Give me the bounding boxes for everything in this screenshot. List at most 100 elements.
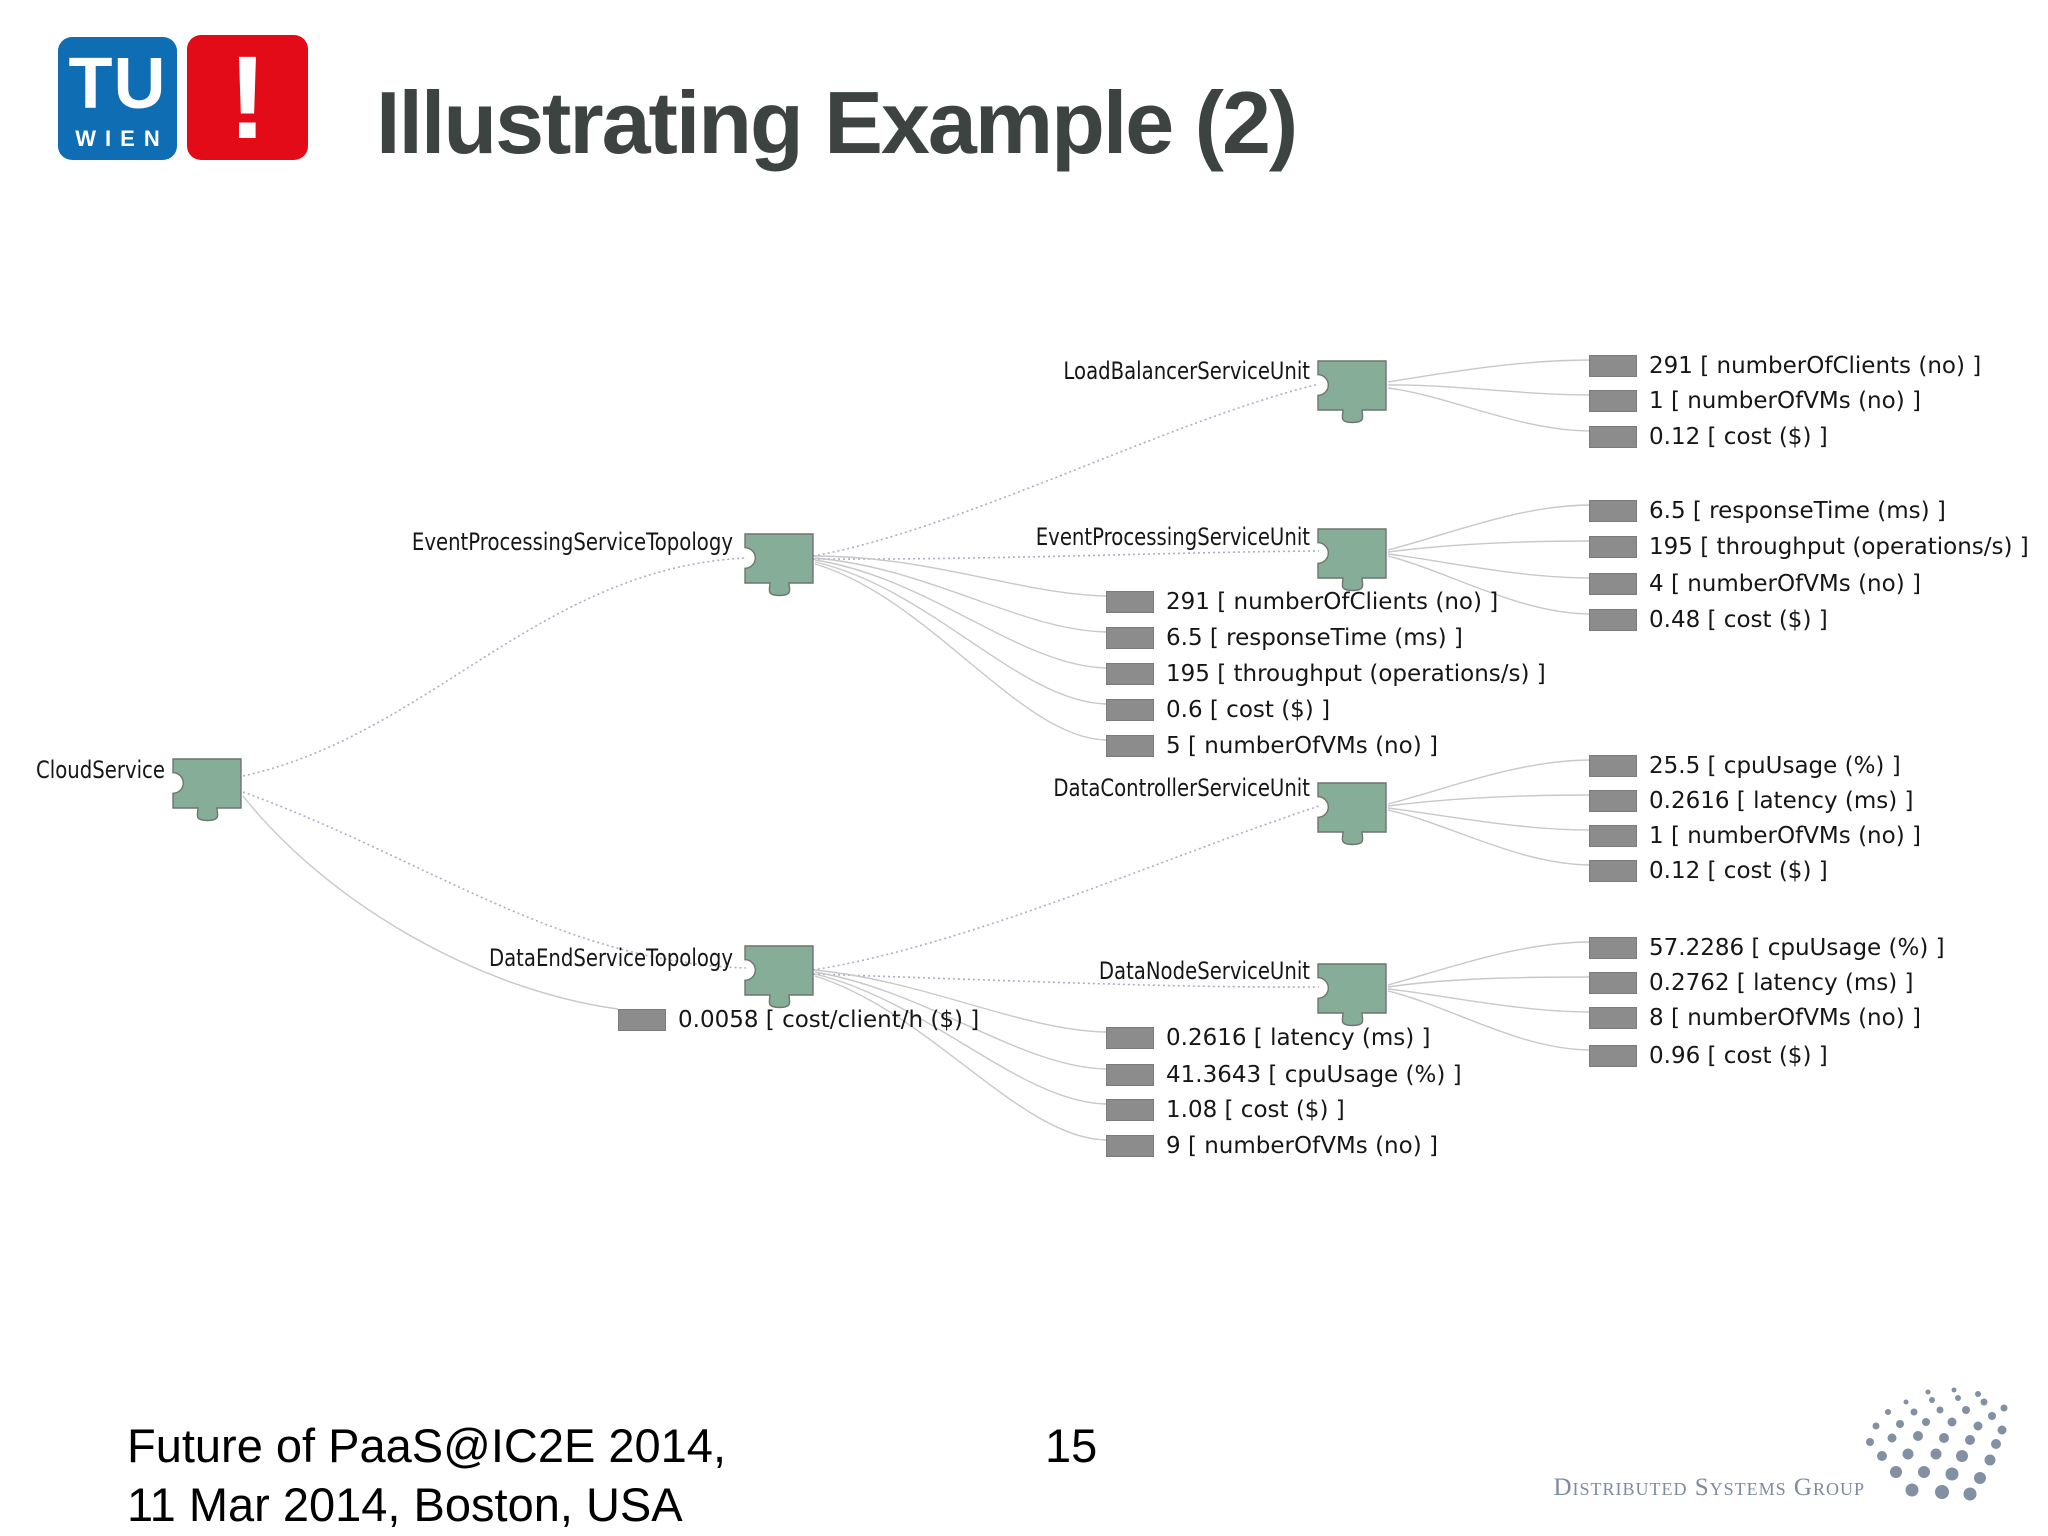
metric-row: 0.12 [ cost ($) ]	[1589, 854, 1828, 888]
metric-row: 5 [ numberOfVMs (no) ]	[1106, 729, 1438, 763]
metric-label: 1 [ numberOfVMs (no) ]	[1649, 388, 1921, 414]
metric-row: 291 [ numberOfClients (no) ]	[1589, 349, 1981, 383]
metric-box-icon	[1106, 591, 1154, 613]
metric-box-icon	[1589, 1007, 1637, 1029]
metric-label: 0.0058 [ cost/client/h ($) ]	[678, 1007, 980, 1033]
metric-label: 1 [ numberOfVMs (no) ]	[1649, 823, 1921, 849]
metric-row: 6.5 [ responseTime (ms) ]	[1106, 621, 1463, 655]
metric-row: 6.5 [ responseTime (ms) ]	[1589, 494, 1946, 528]
metric-row: 4 [ numberOfVMs (no) ]	[1589, 567, 1921, 601]
metric-label: 6.5 [ responseTime (ms) ]	[1649, 498, 1946, 524]
metric-box-icon	[1589, 536, 1637, 558]
page-title: Illustrating Example (2)	[376, 73, 1298, 172]
node-label-cloudservice: CloudService	[36, 756, 166, 784]
metric-row: 41.3643 [ cpuUsage (%) ]	[1106, 1058, 1462, 1092]
metric-label: 0.12 [ cost ($) ]	[1649, 858, 1828, 884]
wien-logo-text: WIEN	[75, 125, 169, 151]
metric-label: 291 [ numberOfClients (no) ]	[1166, 589, 1499, 615]
tu-exclamation-logo: !	[187, 35, 308, 160]
metric-label: 0.2616 [ latency (ms) ]	[1649, 788, 1914, 814]
metric-row: 0.6 [ cost ($) ]	[1106, 693, 1330, 727]
metric-row: 195 [ throughput (operations/s) ]	[1106, 657, 1546, 691]
metric-label: 195 [ throughput (operations/s) ]	[1166, 661, 1546, 687]
metric-box-icon	[1589, 860, 1637, 882]
tu-logo-text: TU	[68, 43, 167, 124]
metric-box-icon	[618, 1009, 666, 1031]
metric-box-icon	[1589, 355, 1637, 377]
node-label-datanodeserviceunit: DataNodeServiceUnit	[1098, 957, 1310, 985]
puzzle-icon-loadbalancerserviceunit	[1317, 360, 1387, 424]
metric-label: 195 [ throughput (operations/s) ]	[1649, 534, 2029, 560]
metric-box-icon	[1106, 663, 1154, 685]
page-number: 15	[1045, 1419, 1098, 1472]
metric-row: 291 [ numberOfClients (no) ]	[1106, 585, 1498, 619]
puzzle-icon-datacontrollerserviceunit	[1317, 782, 1387, 846]
metric-label: 8 [ numberOfVMs (no) ]	[1649, 1005, 1921, 1031]
metric-box-icon	[1106, 627, 1154, 649]
metric-box-icon	[1589, 972, 1637, 994]
node-label-dataendservicetopology: DataEndServiceTopology	[488, 944, 733, 972]
metric-box-icon	[1589, 390, 1637, 412]
metric-box-icon	[1106, 1064, 1154, 1086]
metric-label: 9 [ numberOfVMs (no) ]	[1166, 1133, 1438, 1159]
metric-box-icon	[1106, 735, 1154, 757]
metric-box-icon	[1589, 573, 1637, 595]
metric-box-icon	[1589, 426, 1637, 448]
node-label-loadbalancerserviceunit: LoadBalancerServiceUnit	[1063, 357, 1310, 385]
dsg-dots-icon	[1866, 1387, 2008, 1501]
metric-box-icon	[1589, 790, 1637, 812]
metric-row: 9 [ numberOfVMs (no) ]	[1106, 1129, 1438, 1163]
exclamation-icon: !	[227, 31, 268, 164]
metric-label: 6.5 [ responseTime (ms) ]	[1166, 625, 1463, 651]
metric-label: 0.6 [ cost ($) ]	[1166, 697, 1331, 723]
footer-line-1: Future of PaaS@IC2E 2014,	[127, 1419, 726, 1472]
parent-child-edges	[242, 383, 1320, 988]
metric-row: 195 [ throughput (operations/s) ]	[1589, 530, 2029, 564]
metric-label: 0.2616 [ latency (ms) ]	[1166, 1025, 1431, 1051]
metric-row: 0.2616 [ latency (ms) ]	[1106, 1021, 1431, 1055]
metric-label: 0.48 [ cost ($) ]	[1649, 607, 1828, 633]
metric-box-icon	[1589, 825, 1637, 847]
metric-row: 0.48 [ cost ($) ]	[1589, 603, 1828, 637]
metric-box-icon	[1106, 1135, 1154, 1157]
metric-row: 0.0058 [ cost/client/h ($) ]	[618, 1003, 979, 1037]
footer-line-2: 11 Mar 2014, Boston, USA	[127, 1478, 683, 1531]
metric-row: 0.2762 [ latency (ms) ]	[1589, 966, 1914, 1000]
metric-box-icon	[1589, 937, 1637, 959]
puzzle-icon-eventprocessingservicetopology	[744, 533, 814, 597]
metric-label: 0.96 [ cost ($) ]	[1649, 1043, 1828, 1069]
metric-row: 8 [ numberOfVMs (no) ]	[1589, 1001, 1921, 1035]
metric-row: 1 [ numberOfVMs (no) ]	[1589, 819, 1921, 853]
metric-box-icon	[1106, 1099, 1154, 1121]
metric-row: 0.96 [ cost ($) ]	[1589, 1039, 1828, 1073]
metric-label: 1.08 [ cost ($) ]	[1166, 1097, 1345, 1123]
metric-label: 0.2762 [ latency (ms) ]	[1649, 970, 1914, 996]
metric-box-icon	[1589, 500, 1637, 522]
metric-label: 4 [ numberOfVMs (no) ]	[1649, 571, 1921, 597]
dsg-logo-label: Distributed Systems Group	[1553, 1474, 1865, 1501]
metric-row: 1 [ numberOfVMs (no) ]	[1589, 384, 1921, 418]
metric-label: 5 [ numberOfVMs (no) ]	[1166, 733, 1438, 759]
node-label-datacontrollerserviceunit: DataControllerServiceUnit	[1053, 774, 1310, 802]
metric-row: 1.08 [ cost ($) ]	[1106, 1093, 1345, 1127]
node-label-eventprocessingservicetopology: EventProcessingServiceTopology	[411, 528, 733, 556]
puzzle-icon-datanodeserviceunit	[1317, 963, 1387, 1027]
metric-box-icon	[1589, 755, 1637, 777]
metric-label: 57.2286 [ cpuUsage (%) ]	[1649, 935, 1945, 961]
metric-row: 25.5 [ cpuUsage (%) ]	[1589, 749, 1901, 783]
metric-box-icon	[1106, 699, 1154, 721]
metric-label: 25.5 [ cpuUsage (%) ]	[1649, 753, 1901, 779]
metric-row: 57.2286 [ cpuUsage (%) ]	[1589, 931, 1945, 965]
metric-box-icon	[1589, 609, 1637, 631]
metric-box-icon	[1106, 1027, 1154, 1049]
puzzle-icon-cloudservice	[172, 758, 242, 822]
metric-edges	[242, 359, 1592, 1141]
metric-label: 291 [ numberOfClients (no) ]	[1649, 353, 1982, 379]
puzzle-icon-eventprocessingserviceunit	[1317, 528, 1387, 592]
metric-row: 0.2616 [ latency (ms) ]	[1589, 784, 1914, 818]
puzzle-icon-dataendservicetopology	[744, 945, 814, 1009]
metric-label: 41.3643 [ cpuUsage (%) ]	[1166, 1062, 1462, 1088]
metric-row: 0.12 [ cost ($) ]	[1589, 420, 1828, 454]
